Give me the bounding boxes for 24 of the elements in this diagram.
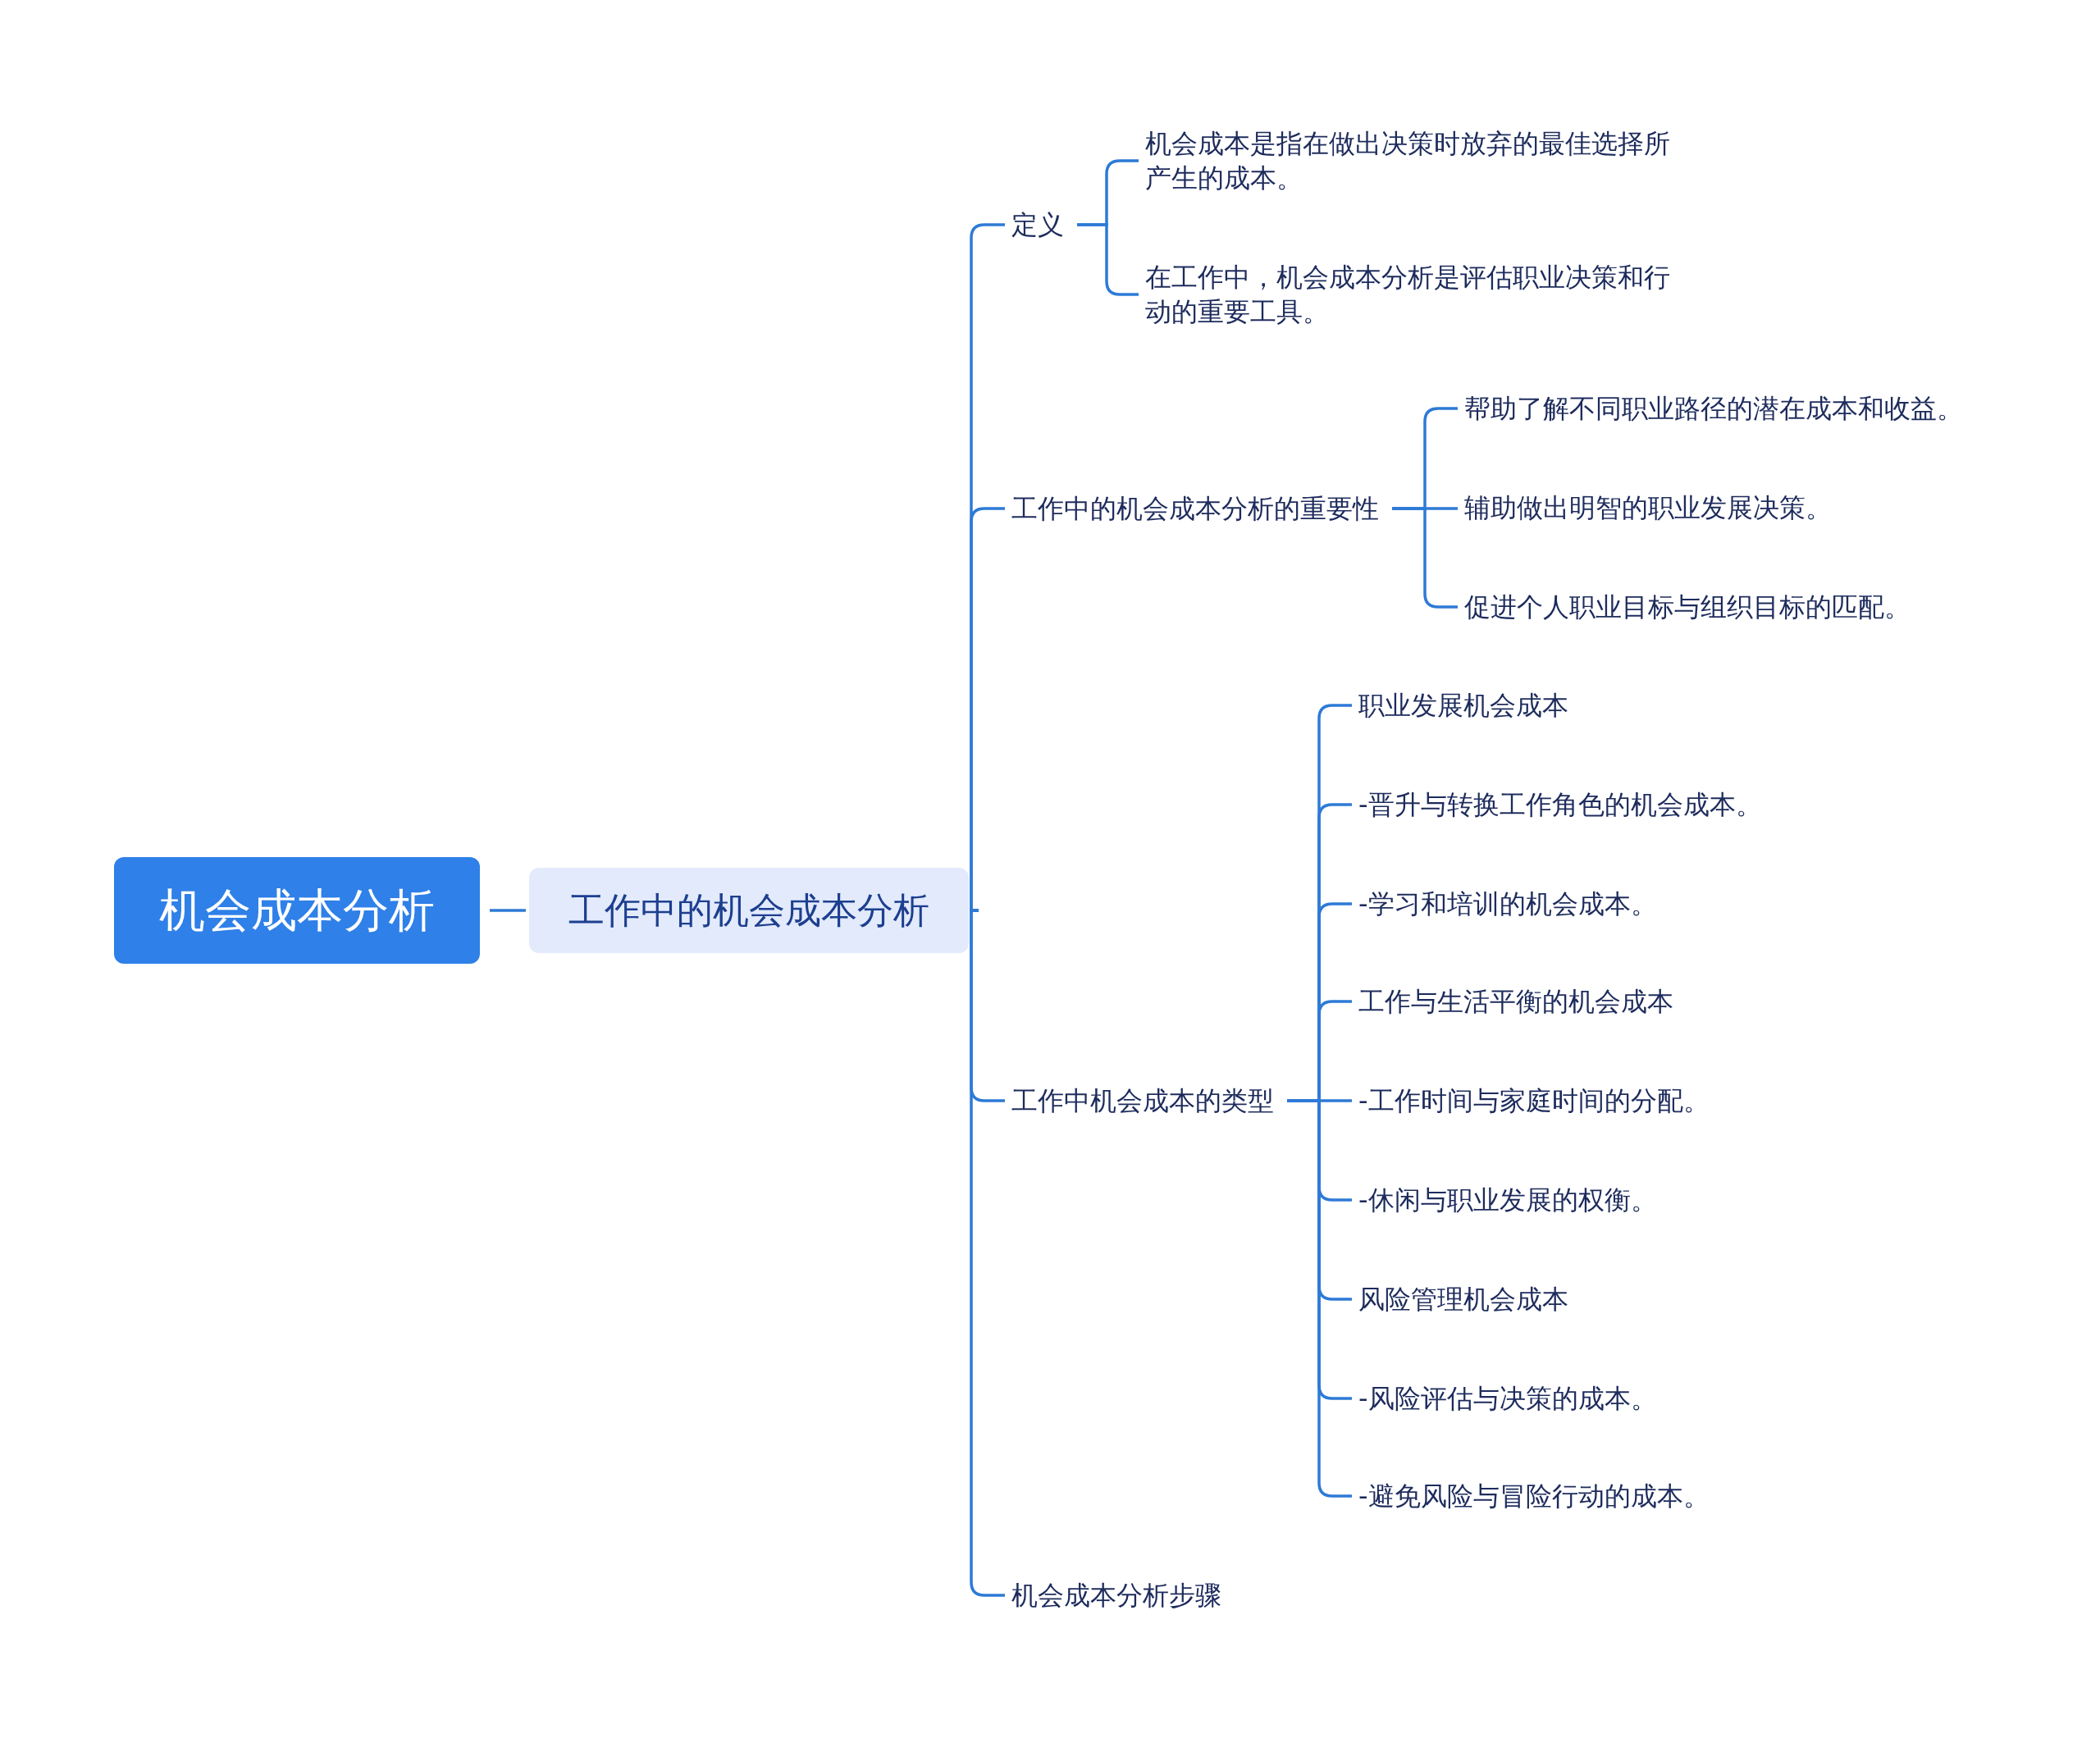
topic-text: 在工作中，机会成本分析是评估职业决策和行动的重要工具。 bbox=[1142, 258, 1690, 331]
topic-text: 定义 bbox=[1008, 206, 1067, 244]
topic-text: -休闲与职业发展的权衡。 bbox=[1355, 1181, 1660, 1219]
topic-text: -避免风险与冒险行动的成本。 bbox=[1355, 1477, 1713, 1515]
connector-line bbox=[1077, 223, 1139, 296]
root-topic-box: 机会成本分析 bbox=[114, 857, 480, 964]
topic-text: 工作中机会成本的类型 bbox=[1008, 1082, 1277, 1120]
topic-text: 辅助做出明智的职业发展决策。 bbox=[1461, 489, 1835, 527]
topic-text: 机会成本分析步骤 bbox=[1008, 1576, 1225, 1614]
topic-text: 职业发展机会成本 bbox=[1355, 687, 1572, 724]
main-topic-box: 工作中的机会成本分析 bbox=[529, 868, 969, 953]
topic-text: 工作与生活平衡的机会成本 bbox=[1355, 983, 1677, 1020]
connector-line bbox=[1392, 507, 1458, 609]
connector-line bbox=[970, 909, 1005, 1597]
topic-text: -学习和培训的机会成本。 bbox=[1355, 885, 1660, 923]
topic-text: 工作中的机会成本分析的重要性 bbox=[1008, 490, 1382, 527]
connector-line bbox=[490, 909, 526, 912]
topic-text: 机会成本是指在做出决策时放弃的最佳选择所产生的成本。 bbox=[1142, 125, 1690, 197]
topic-text: 促进个人职业目标与组织目标的匹配。 bbox=[1461, 588, 1914, 626]
topic-text: 风险管理机会成本 bbox=[1355, 1280, 1572, 1318]
topic-text: -风险评估与决策的成本。 bbox=[1355, 1380, 1660, 1417]
topic-text: 帮助了解不同职业路径的潜在成本和收益。 bbox=[1461, 390, 1966, 427]
topic-text: -晋升与转换工作角色的机会成本。 bbox=[1355, 786, 1765, 823]
topic-text: -工作时间与家庭时间的分配。 bbox=[1355, 1082, 1713, 1120]
